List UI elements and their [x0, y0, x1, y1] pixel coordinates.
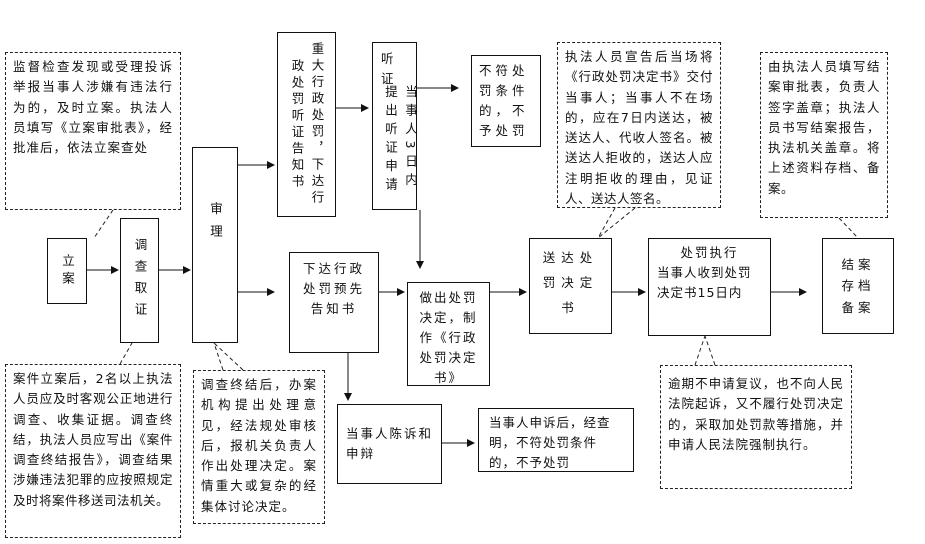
node-jiean-label: 结案存档备案	[841, 257, 875, 315]
callout-diaocha: 案件立案后，2名以上执法人员应及时客观公正地进行调查、收集证据。调查终结，执法人…	[5, 364, 181, 538]
node-xiada-yuxian: 下达行政处罚预先告知书	[289, 252, 379, 353]
node-tingzheng-body: 当事人3日内提出听证申请	[383, 85, 418, 196]
callout-zhixing-text: 逾期不申请复议，也不向人民法院起诉，又不履行处罚决定的，采取加处罚款等措施，并申…	[668, 376, 844, 452]
node-not-meet-top: 不符处罚条件的，不予处罚	[471, 55, 541, 147]
node-xiada-yuxian-label: 下达行政处罚预先告知书	[302, 261, 365, 316]
node-jiean: 结案存档备案	[822, 238, 894, 334]
node-zuochu: 做出处罚决定，制作《行政处罚决定书》	[407, 282, 490, 386]
callout-pointer-zhixing	[694, 335, 706, 366]
node-diaocha-label: 调查取证	[132, 237, 148, 324]
callout-shenli-text: 调查终结后，办案机构提出处理意见，经法规处审核后，报机关负责人作出处理决定。案情…	[201, 377, 317, 514]
callout-pointer-diaocha	[119, 342, 133, 365]
node-tingzheng-notice: 重大行政处罚，下达行政处罚听证告知书	[277, 32, 336, 217]
node-tingzheng: 听证 当事人3日内提出听证申请	[372, 42, 418, 210]
node-shenli: 审理	[192, 147, 238, 343]
node-songda: 送达处罚决定书	[529, 238, 612, 334]
callout-jiean: 由执法人员填写结案审批表，负责人签字盖章；执法人员书写结案报告，执法机关盖章。将…	[760, 52, 888, 218]
callout-songda: 执法人员宣告后当场将《行政处罚决定书》交付当事人；当事人不在场的，应在7日内送达…	[557, 42, 721, 208]
callout-zhixing: 逾期不申请复议，也不向人民法院起诉，又不履行处罚决定的，采取加处罚款等措施，并申…	[660, 365, 852, 489]
callout-pointer-songda-b	[597, 207, 636, 239]
callout-pointer-songda	[597, 207, 616, 239]
node-zhixing-body: 当事人收到处罚决定书15日内	[657, 265, 752, 300]
node-zhixing: 处罚执行 当事人收到处罚决定书15日内	[648, 238, 771, 336]
callout-lian-text: 监督检查发现或受理投诉举报当事人涉嫌有违法行为的，及时立案。执法人员填写《立案审…	[13, 59, 173, 155]
node-not-meet-top-label: 不符处罚条件的，不予处罚	[479, 63, 529, 138]
callout-shenli: 调查终结后，办案机构提出处理意见，经法规处审核后，报机关负责人作出处理决定。案情…	[193, 370, 325, 524]
node-shenli-label: 审理	[208, 202, 223, 247]
callout-jiean-text: 由执法人员填写结案审批表，负责人签字盖章；执法人员书写结案报告，执法机关盖章。将…	[768, 59, 880, 196]
callout-pointer-zhixing-b	[704, 335, 716, 366]
callout-lian: 监督检查发现或受理投诉举报当事人涉嫌有违法行为的，及时立案。执法人员填写《立案审…	[5, 52, 181, 210]
node-tingzheng-title: 听证	[381, 51, 402, 86]
callout-pointer-shenli	[213, 342, 224, 371]
node-shensu-result: 当事人申诉后，经查明，不符处罚条件的，不予处罚	[478, 408, 634, 472]
node-lian: 立案	[47, 238, 87, 304]
callout-pointer-lian	[93, 209, 114, 239]
callout-diaocha-text: 案件立案后，2名以上执法人员应及时客观公正地进行调查、收集证据。调查终结，执法人…	[13, 371, 173, 508]
node-lian-label: 立案	[60, 253, 75, 289]
node-tingzheng-notice-label: 重大行政处罚，下达行政处罚听证告知书	[289, 42, 325, 207]
node-zhixing-title: 处罚执行	[680, 245, 739, 260]
node-songda-label: 送达处罚决定书	[542, 250, 599, 315]
callout-songda-text: 执法人员宣告后当场将《行政处罚决定书》交付当事人；当事人不在场的，应在7日内送达…	[565, 49, 713, 206]
node-chenshu-label: 当事人陈诉和申辩	[346, 426, 434, 461]
node-zuochu-label: 做出处罚决定，制作《行政处罚决定书》	[419, 290, 478, 385]
node-chenshu: 当事人陈诉和申辩	[337, 404, 442, 484]
node-shensu-result-label: 当事人申诉后，经查明，不符处罚条件的，不予处罚	[489, 415, 611, 470]
callout-pointer-jiean	[838, 217, 859, 239]
node-diaocha: 调查取证	[120, 218, 159, 343]
